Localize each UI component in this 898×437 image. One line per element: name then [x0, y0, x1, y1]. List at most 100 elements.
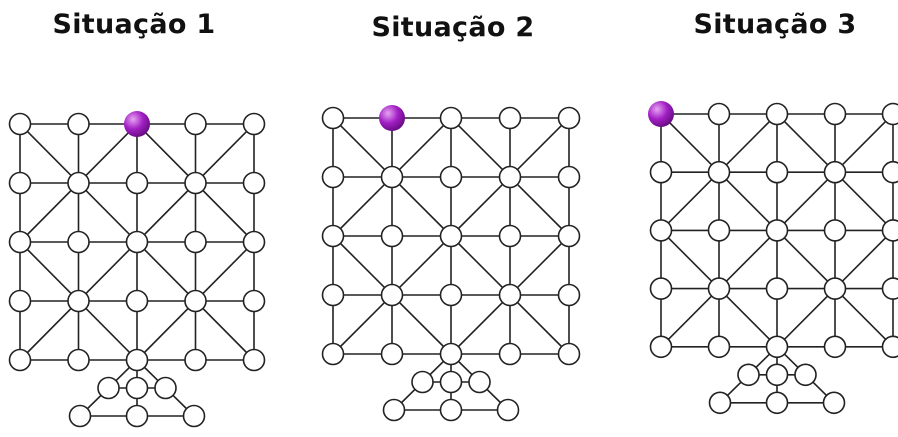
board-node[interactable] [380, 224, 404, 248]
base-node[interactable] [68, 404, 92, 428]
board-node[interactable] [649, 219, 673, 242]
base-node[interactable] [765, 363, 789, 387]
board-node[interactable] [439, 342, 463, 366]
game-piece[interactable] [124, 111, 150, 137]
situation-1-title: Situação 1 [52, 9, 216, 40]
board-node[interactable] [184, 112, 207, 136]
board-node[interactable] [707, 219, 731, 242]
board-node[interactable] [321, 342, 345, 366]
situation-3-title: Situação 3 [693, 9, 857, 40]
board-node[interactable] [242, 112, 266, 136]
board-node[interactable] [649, 160, 673, 184]
base-node[interactable] [125, 376, 149, 400]
board-node[interactable] [498, 283, 522, 307]
board-node[interactable] [823, 277, 847, 300]
board-node[interactable] [125, 289, 149, 313]
base-node[interactable] [496, 398, 520, 422]
board-node[interactable] [380, 165, 404, 189]
board-node[interactable] [823, 160, 847, 184]
base-node[interactable] [182, 404, 206, 428]
board-node[interactable] [184, 348, 207, 372]
board-node[interactable] [649, 277, 673, 300]
board-node[interactable] [321, 283, 345, 307]
board-node[interactable] [557, 342, 581, 366]
board-node[interactable] [881, 335, 898, 359]
board-1 [8, 111, 266, 428]
base-node[interactable] [708, 391, 732, 415]
base-node[interactable] [794, 363, 817, 387]
board-node[interactable] [67, 289, 90, 313]
board-node[interactable] [765, 219, 789, 242]
board-node[interactable] [439, 106, 463, 130]
board-node[interactable] [707, 160, 731, 184]
board-node[interactable] [823, 219, 847, 242]
board-node[interactable] [67, 348, 90, 372]
board-2 [321, 105, 581, 422]
base-node[interactable] [125, 404, 149, 428]
board-node[interactable] [557, 106, 581, 130]
board-node[interactable] [8, 289, 32, 313]
board-node[interactable] [242, 289, 266, 313]
game-piece[interactable] [379, 105, 405, 131]
board-node[interactable] [765, 335, 789, 359]
board-node[interactable] [67, 230, 90, 254]
board-node[interactable] [184, 171, 207, 195]
board-node[interactable] [707, 277, 731, 300]
base-node[interactable] [97, 376, 120, 400]
base-node[interactable] [822, 391, 846, 415]
board-node[interactable] [184, 230, 207, 254]
base-node[interactable] [382, 398, 406, 422]
board-node[interactable] [881, 160, 898, 184]
board-node[interactable] [557, 224, 581, 248]
situation-2-title: Situação 2 [371, 12, 535, 43]
board-node[interactable] [707, 335, 731, 359]
board-node[interactable] [498, 106, 522, 130]
board-node[interactable] [439, 283, 463, 307]
board-node[interactable] [881, 277, 898, 300]
board-node[interactable] [321, 106, 345, 130]
board-node[interactable] [242, 348, 266, 372]
board-node[interactable] [498, 224, 522, 248]
board-node[interactable] [498, 165, 522, 189]
board-node[interactable] [823, 102, 847, 126]
board-node[interactable] [125, 348, 149, 372]
base-node[interactable] [411, 370, 434, 394]
base-node[interactable] [439, 398, 463, 422]
base-node[interactable] [765, 391, 789, 415]
board-node[interactable] [557, 165, 581, 189]
board-node[interactable] [380, 283, 404, 307]
board-node[interactable] [184, 289, 207, 313]
board-node[interactable] [498, 342, 522, 366]
board-node[interactable] [8, 230, 32, 254]
board-node[interactable] [321, 224, 345, 248]
game-piece[interactable] [648, 101, 674, 127]
board-node[interactable] [8, 112, 32, 136]
board-node[interactable] [765, 102, 789, 126]
base-node[interactable] [439, 370, 463, 394]
board-node[interactable] [380, 342, 404, 366]
board-node[interactable] [242, 171, 266, 195]
base-node[interactable] [154, 376, 177, 400]
board-node[interactable] [823, 335, 847, 359]
board-node[interactable] [439, 224, 463, 248]
board-node[interactable] [707, 102, 731, 126]
board-node[interactable] [439, 165, 463, 189]
board-3 [648, 101, 898, 415]
base-node[interactable] [737, 363, 760, 387]
board-node[interactable] [242, 230, 266, 254]
board-node[interactable] [8, 348, 32, 372]
board-node[interactable] [765, 277, 789, 300]
base-node[interactable] [468, 370, 491, 394]
board-node[interactable] [67, 171, 90, 195]
board-node[interactable] [8, 171, 32, 195]
board-node[interactable] [557, 283, 581, 307]
board-node[interactable] [125, 171, 149, 195]
board-node[interactable] [125, 230, 149, 254]
board-node[interactable] [881, 102, 898, 126]
board-node[interactable] [649, 335, 673, 359]
board-node[interactable] [765, 160, 789, 184]
board-node[interactable] [881, 219, 898, 242]
board-node[interactable] [67, 112, 90, 136]
board-node[interactable] [321, 165, 345, 189]
